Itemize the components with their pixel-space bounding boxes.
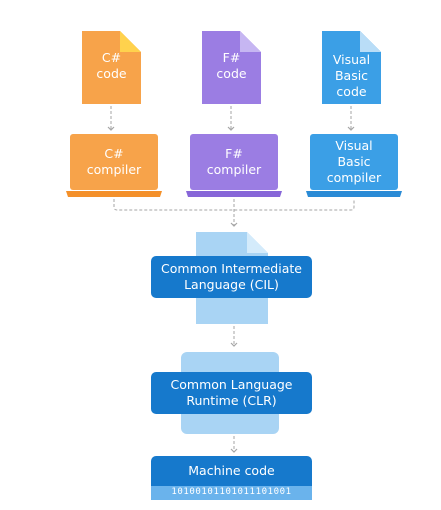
binary-strip [151,486,312,500]
binary-digits: 10100101101011101001 [171,487,292,497]
fsharp-compiler-label: F# compiler [206,146,262,177]
clr-label: Common Language Runtime (CLR) [170,377,293,408]
machine-code-label: Machine code [188,463,275,478]
clr-box [151,372,312,414]
csharp-compiler-laptop-icon [66,134,162,197]
fsharp-code-label: F# code [216,50,247,81]
cil-box [151,256,312,298]
csharp-code-label: C# code [96,50,127,81]
vb-compiler-label: Visual Basic compiler [326,138,382,185]
merge-connector [113,199,355,227]
fsharp-compiler-laptop-icon [186,134,282,197]
cil-label: Common Intermediate Language (CIL) [161,261,302,292]
vb-code-label: Visual Basic code [332,52,371,99]
vb-compiler-laptop-icon [306,134,402,197]
csharp-compiler-label: C# compiler [86,146,142,177]
